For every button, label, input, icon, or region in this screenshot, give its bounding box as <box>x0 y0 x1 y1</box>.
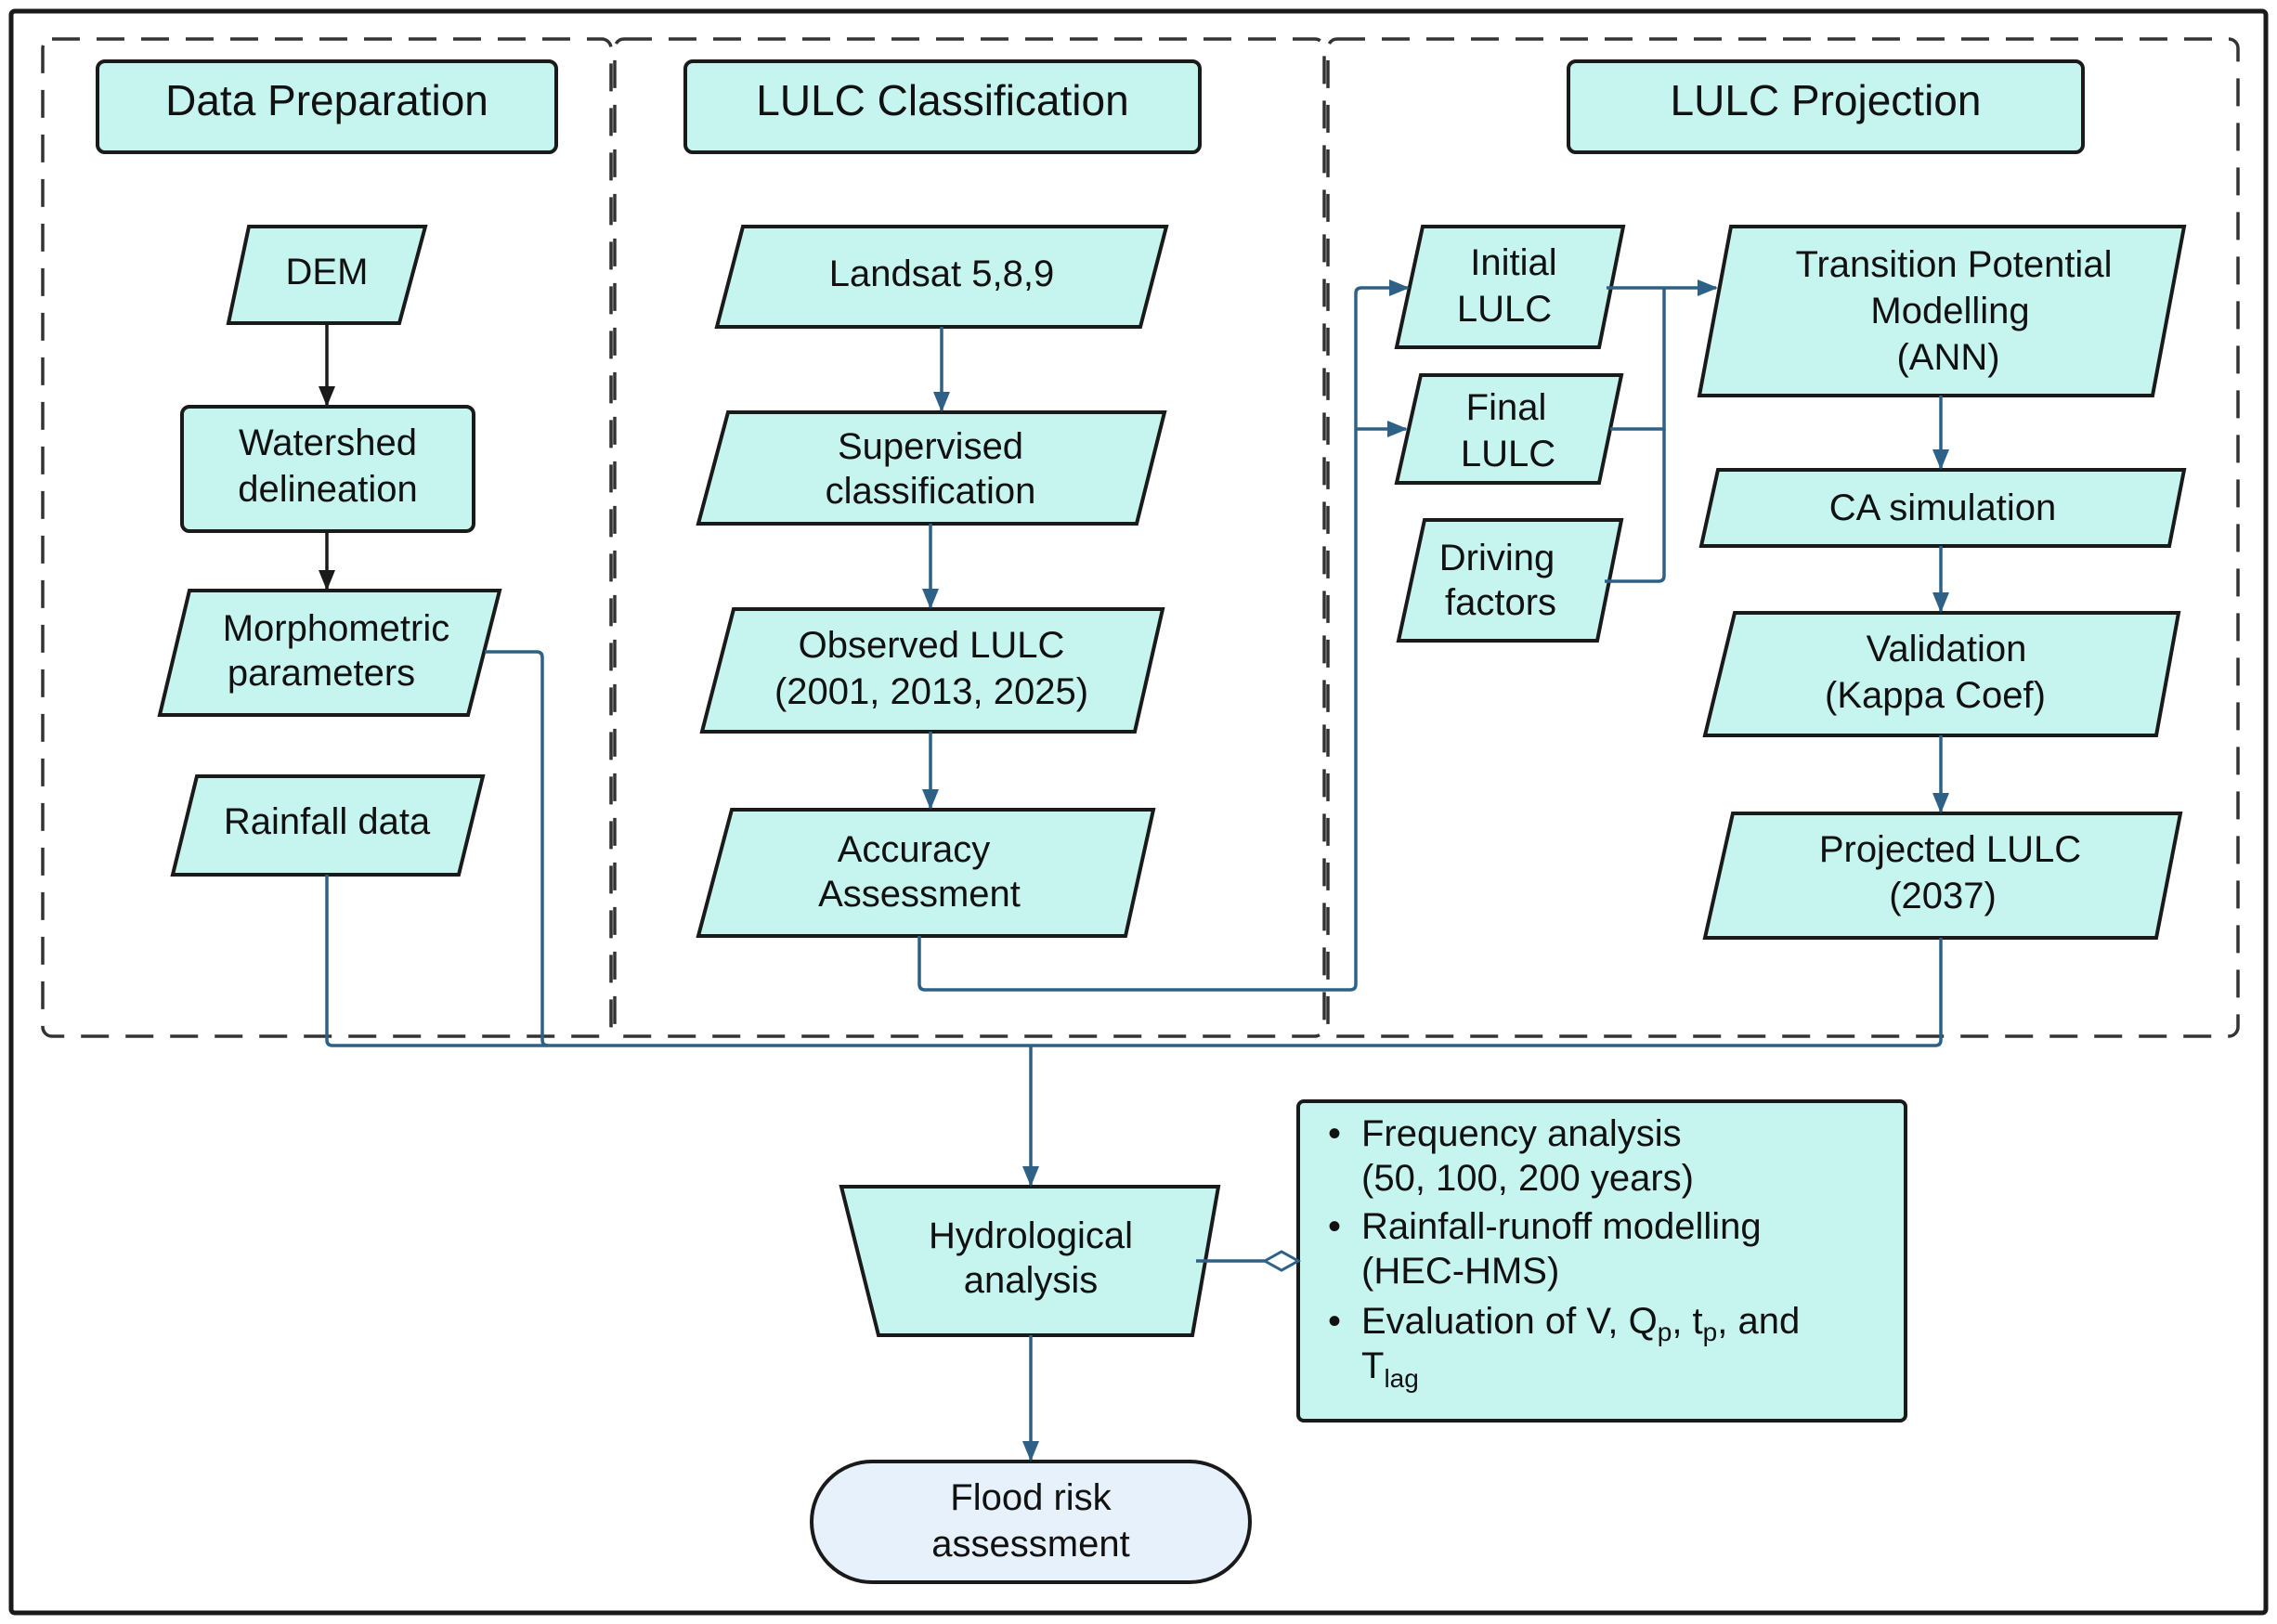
section-lulc-projection <box>1326 37 2240 1038</box>
notes-bullet-3: • <box>1328 1301 1341 1342</box>
notes-box: • Frequency analysis (50, 100, 200 years… <box>1296 1099 1907 1423</box>
node-initial-line2: LULC <box>1457 289 1552 330</box>
node-final-line2: LULC <box>1461 434 1555 474</box>
node-watershed-line1: Watershed <box>239 422 417 463</box>
node-projected-line2: (2037) <box>1889 876 1997 916</box>
node-landsat: Landsat 5,8,9 <box>714 225 1169 329</box>
node-validation-line1: Validation <box>1867 629 2027 669</box>
node-flood-line1: Flood risk <box>950 1477 1112 1518</box>
node-initial-line1: Initial <box>1470 242 1556 283</box>
connector-final-to-bus <box>1610 288 1666 431</box>
node-rainfall-label: Rainfall data <box>224 801 431 842</box>
node-landsat-label: Landsat 5,8,9 <box>829 253 1054 294</box>
node-accuracy-line1: Accuracy <box>838 829 991 870</box>
node-driving-line2: factors <box>1445 582 1556 623</box>
notes-bullet-2: • <box>1328 1206 1341 1247</box>
node-watershed-line2: delineation <box>238 469 418 510</box>
node-morphometric: Morphometric parameters <box>157 589 502 717</box>
notes-item2-line1: Rainfall-runoff modelling <box>1361 1206 1762 1247</box>
node-flood-risk: Flood risk assessment <box>810 1460 1252 1584</box>
connector-rainfall-to-bus <box>325 875 1031 1047</box>
header-lulc-classification: LULC Classification <box>683 59 1202 154</box>
node-supervised-line1: Supervised <box>838 426 1023 467</box>
header-lulc-projection: LULC Projection <box>1567 59 2085 154</box>
notes-item3-sub-lag: lag <box>1384 1364 1418 1393</box>
connector-morphometric-to-bus <box>485 650 549 1047</box>
node-accuracy: Accuracy Assessment <box>696 808 1156 938</box>
node-observed: Observed LULC (2001, 2013, 2025) <box>699 607 1165 734</box>
notes-item3-line2: Tlag <box>1361 1345 1419 1393</box>
notes-bullet-1: • <box>1328 1113 1341 1154</box>
node-supervised: Supervised classification <box>696 410 1167 526</box>
notes-item3-sub-tp: p <box>1703 1318 1718 1346</box>
node-initial-lulc: Initial LULC <box>1394 225 1626 349</box>
node-projected-lulc: Projected LULC (2037) <box>1702 812 2183 940</box>
notes-item1-line2: (50, 100, 200 years) <box>1361 1158 1694 1199</box>
notes-item3-sub-qp: p <box>1658 1318 1672 1346</box>
node-hydrological-analysis: Hydrological analysis <box>839 1185 1221 1337</box>
node-transition-line3: (ANN) <box>1896 337 1999 378</box>
node-transition-potential: Transition Potential Modelling (ANN) <box>1697 225 2187 397</box>
node-transition-line1: Transition Potential <box>1796 244 2113 285</box>
header-lulc-projection-label: LULC Projection <box>1671 76 1982 124</box>
notes-item1-line1: Frequency analysis <box>1361 1113 1682 1154</box>
node-dem: DEM <box>226 225 428 325</box>
node-projected-line1: Projected LULC <box>1819 829 2081 870</box>
header-data-preparation-label: Data Preparation <box>165 76 488 124</box>
notes-item3-line1: Evaluation of V, Qp, tp, and <box>1361 1301 1800 1346</box>
node-driving-line1: Driving <box>1439 538 1555 578</box>
connector-accuracy-to-projection <box>917 279 1410 992</box>
notes-item2-line2: (HEC-HMS) <box>1361 1251 1559 1292</box>
connector-projected-to-bus <box>1031 938 1943 1047</box>
node-validation-line2: (Kappa Coef) <box>1825 675 2046 716</box>
notes-item3-text-c: , and <box>1717 1301 1800 1342</box>
node-final-lulc: Final LULC <box>1394 373 1624 485</box>
node-final-line1: Final <box>1466 387 1547 428</box>
node-supervised-line2: classification <box>826 471 1036 512</box>
node-ca-label: CA simulation <box>1829 487 2057 528</box>
node-morphometric-line1: Morphometric <box>223 608 450 649</box>
notes-item3-text-a: Evaluation of V, Q <box>1361 1301 1658 1342</box>
header-data-preparation: Data Preparation <box>96 59 558 154</box>
node-morphometric-line2: parameters <box>228 653 415 694</box>
node-driving-factors: Driving factors <box>1396 518 1624 643</box>
connector-driving-to-bus <box>1605 429 1666 583</box>
node-rainfall: Rainfall data <box>170 774 486 877</box>
aggregation-diamond <box>1261 1250 1302 1272</box>
node-flood-line2: assessment <box>931 1524 1129 1565</box>
header-lulc-classification-label: LULC Classification <box>756 76 1128 124</box>
notes-item3-text-b: , t <box>1672 1301 1702 1342</box>
node-hydrological-line1: Hydrological <box>929 1215 1133 1256</box>
notes-item3-text-d: T <box>1361 1345 1384 1386</box>
node-hydrological-line2: analysis <box>964 1260 1099 1301</box>
outer-frame <box>8 8 2269 1616</box>
node-watershed: Watershed delineation <box>180 405 475 533</box>
node-accuracy-line2: Assessment <box>818 874 1021 915</box>
node-ca-simulation: CA simulation <box>1698 468 2187 548</box>
node-observed-line2: (2001, 2013, 2025) <box>774 671 1088 712</box>
node-dem-label: DEM <box>286 252 369 292</box>
node-validation: Validation (Kappa Coef) <box>1702 611 2181 737</box>
node-transition-line2: Modelling <box>1870 291 2029 331</box>
node-observed-line1: Observed LULC <box>799 625 1065 666</box>
